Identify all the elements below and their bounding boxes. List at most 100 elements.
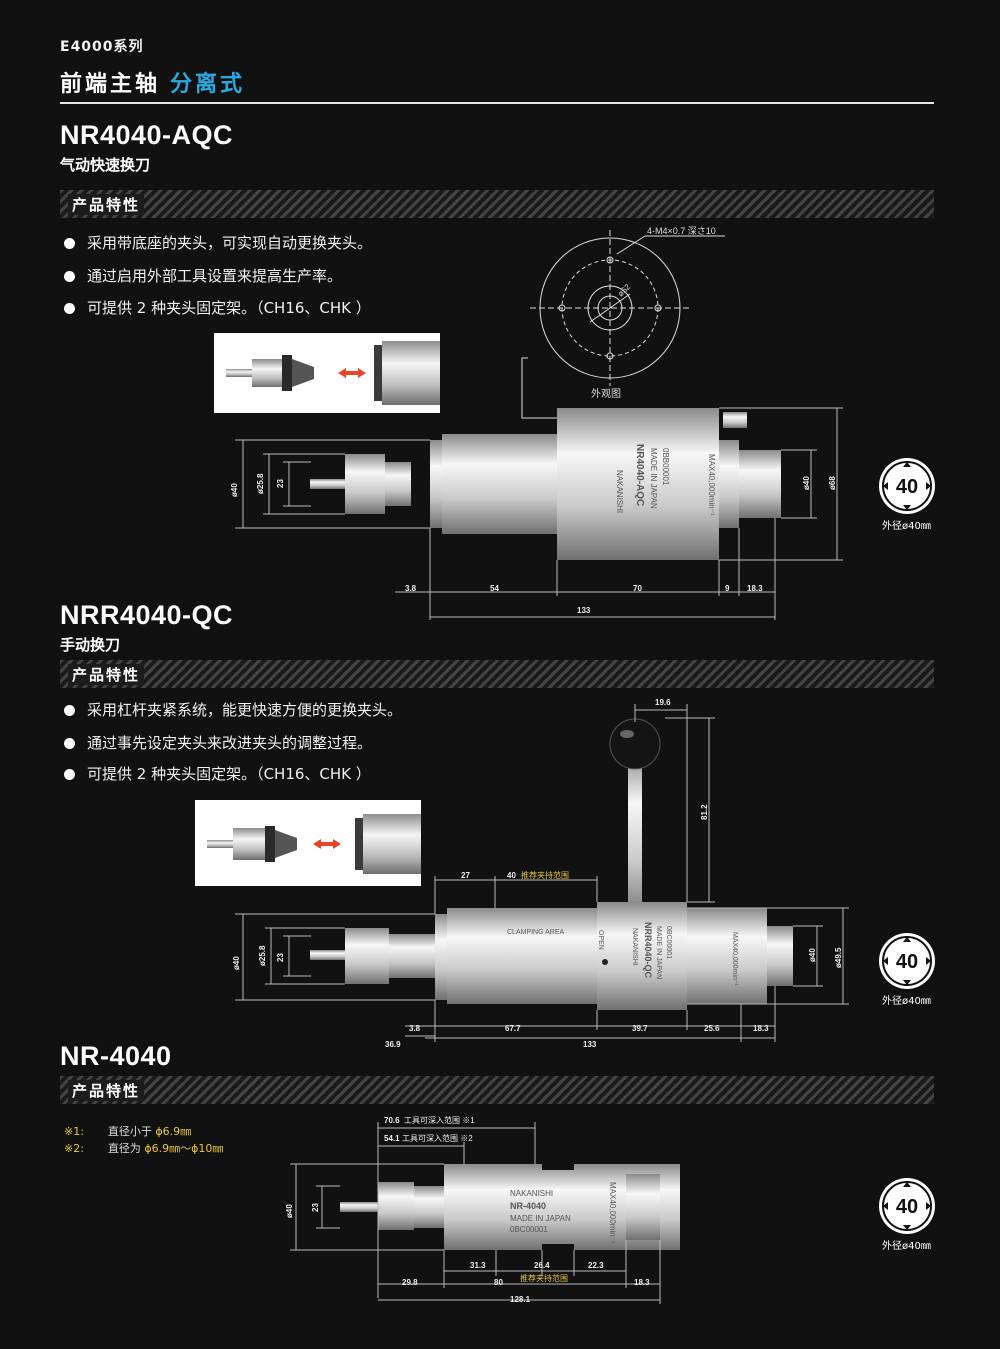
note-2: ※2:直径为 ϕ6.9㎜～ϕ10㎜ <box>64 1142 224 1155</box>
product-2-model: NRR4040-QC <box>60 600 234 630</box>
dim-note: 工具可深入范围 ※1 <box>404 1115 475 1125</box>
dim-circle: ø52 <box>616 282 633 299</box>
dim-label: 19.6 <box>655 698 671 707</box>
body-mark: NR-4040 <box>510 1201 546 1211</box>
body-mark: CLAMPING AREA <box>507 929 565 936</box>
dim-label: 23 <box>276 479 285 488</box>
body-mark: 0BC00001 <box>510 1225 548 1234</box>
product-3-model: NR-4040 <box>60 1041 172 1071</box>
body-mark: NAKANISHI <box>615 470 624 513</box>
dim-label: 3.8 <box>405 584 417 593</box>
dim-label: 70 <box>633 584 642 593</box>
body-mark: 0BB00001 <box>661 448 670 486</box>
product-1-feature: 可提供 2 种夹头固定架。（CH16、CHK ） <box>64 297 371 318</box>
dim-label: 70.6 <box>384 1116 400 1125</box>
product-2-features-band: 产品特性 <box>60 660 934 688</box>
body-mark: MADE IN JAPAN <box>649 448 658 509</box>
collet-change-inset <box>195 800 421 886</box>
note-thread: 4-M4×0.7 深さ10 <box>647 226 716 236</box>
dim-label: 18.3 <box>634 1278 650 1287</box>
dim-label: 3.8 <box>409 1024 421 1033</box>
title-accent: 分离式 <box>170 72 246 97</box>
dim-label: 23 <box>276 953 285 962</box>
note-1: ※1:直径小于 ϕ6.9㎜ <box>64 1125 192 1138</box>
dim-label: 128.1 <box>510 1295 531 1304</box>
product-2-feature: 采用杠杆夹紧系统，能更快速方便的更换夹头。 <box>64 699 402 720</box>
dim-label: 18.3 <box>747 584 763 593</box>
badge-caption: 外径ø40㎜ <box>882 521 931 532</box>
product-1-drawing: 4-M4×0.7 深さ10 ø52 外观图 NAKANISHI NR4040-A… <box>230 226 843 620</box>
dim-note: 推荐夹持范围 <box>521 870 569 880</box>
features-title: 产品特性 <box>68 1080 145 1101</box>
dim-label: 133 <box>577 606 591 615</box>
dim-label: ø40 <box>232 956 241 970</box>
dim-label: ø40 <box>802 476 811 490</box>
dim-label: 27 <box>461 871 470 880</box>
dim-label: ø25.8 <box>256 473 265 494</box>
dim-label: 39.7 <box>632 1024 648 1033</box>
body-mark: NAKANISHI <box>631 928 638 966</box>
body-mark: MAX40,000min⁻¹ <box>731 932 738 987</box>
body-mark: MADE IN JAPAN <box>510 1214 571 1223</box>
header-divider <box>60 102 934 104</box>
bullet-icon <box>64 271 75 282</box>
body-mark: 0BC00001 <box>665 926 672 959</box>
dim-label: 40 <box>507 871 516 880</box>
title-main: 前端主轴 <box>60 72 161 97</box>
diameter-badge-icon: 40 <box>882 1181 932 1231</box>
dim-label: 22.3 <box>588 1261 604 1270</box>
bullet-icon <box>64 238 75 249</box>
body-mark: NR4040-AQC <box>634 444 645 506</box>
dim-label: ø40 <box>230 483 239 497</box>
dim-note: 推荐夹持范围 <box>520 1273 568 1283</box>
dim-label: 36.9 <box>385 1040 401 1049</box>
page-title: 前端主轴分离式 <box>60 66 245 98</box>
diameter-badge-icon: 40 <box>882 936 932 986</box>
body-mark: MADE IN JAPAN <box>655 926 662 979</box>
bullet-icon <box>64 303 75 314</box>
dim-label: 54.1 <box>384 1134 400 1143</box>
dim-label: 31.3 <box>470 1261 486 1270</box>
product-1-features-band: 产品特性 <box>60 190 934 218</box>
product-2-feature: 可提供 2 种夹头固定架。（CH16、CHK ） <box>64 763 371 784</box>
dim-label: ø68 <box>828 476 837 490</box>
product-1-feature: 采用带底座的夹头，可实现自动更换夹头。 <box>64 232 372 253</box>
bullet-icon <box>64 769 75 780</box>
dim-label: ø40 <box>285 1204 294 1218</box>
diameter-badge: 40 <box>879 933 935 989</box>
body-mark: OPEN <box>597 930 604 950</box>
body-mark: NAKANISHI <box>510 1189 553 1198</box>
dim-label: 133 <box>583 1040 597 1049</box>
diameter-badge: 40 <box>879 1178 935 1234</box>
body-mark: MAX40,000min⁻¹ <box>608 1182 617 1244</box>
badge-caption: 外径ø40㎜ <box>882 1241 931 1252</box>
dim-label: 18.3 <box>753 1024 769 1033</box>
collet-change-inset <box>214 333 440 413</box>
dim-label: 23 <box>311 1203 320 1212</box>
features-title: 产品特性 <box>68 194 145 215</box>
diameter-badge-icon: 40 <box>882 461 932 511</box>
dim-label: 54 <box>490 584 499 593</box>
badge-value: 40 <box>896 1196 918 1218</box>
dim-label: 26.4 <box>534 1261 550 1270</box>
body-mark: NRR4040-QC <box>643 922 653 979</box>
dim-label: 29.8 <box>402 1278 418 1287</box>
bullet-icon <box>64 738 75 749</box>
product-3-drawing: NAKANISHI NR-4040 MADE IN JAPAN 0BC00001… <box>285 1115 680 1304</box>
badge-value: 40 <box>896 476 918 498</box>
product-2-subtitle: 手动换刀 <box>60 636 121 654</box>
series-label: E4000系列 <box>60 39 144 55</box>
product-3-features-band: 产品特性 <box>60 1076 934 1104</box>
features-title: 产品特性 <box>68 664 145 685</box>
dim-label: 67.7 <box>505 1024 521 1033</box>
badge-caption: 外径ø40㎜ <box>882 996 931 1007</box>
view-label: 外观图 <box>591 388 621 400</box>
dim-label: 9 <box>725 584 730 593</box>
bullet-icon <box>64 705 75 716</box>
product-2-feature: 通过事先设定夹头来改进夹头的调整过程。 <box>64 732 372 753</box>
product-1-subtitle: 气动快速换刀 <box>60 156 151 174</box>
body-mark: MAX40,000min⁻¹ <box>707 454 716 516</box>
dim-label: 80 <box>494 1278 503 1287</box>
dim-label: ø25.8 <box>258 945 267 966</box>
dim-note: 工具可深入范围 ※2 <box>402 1133 473 1143</box>
